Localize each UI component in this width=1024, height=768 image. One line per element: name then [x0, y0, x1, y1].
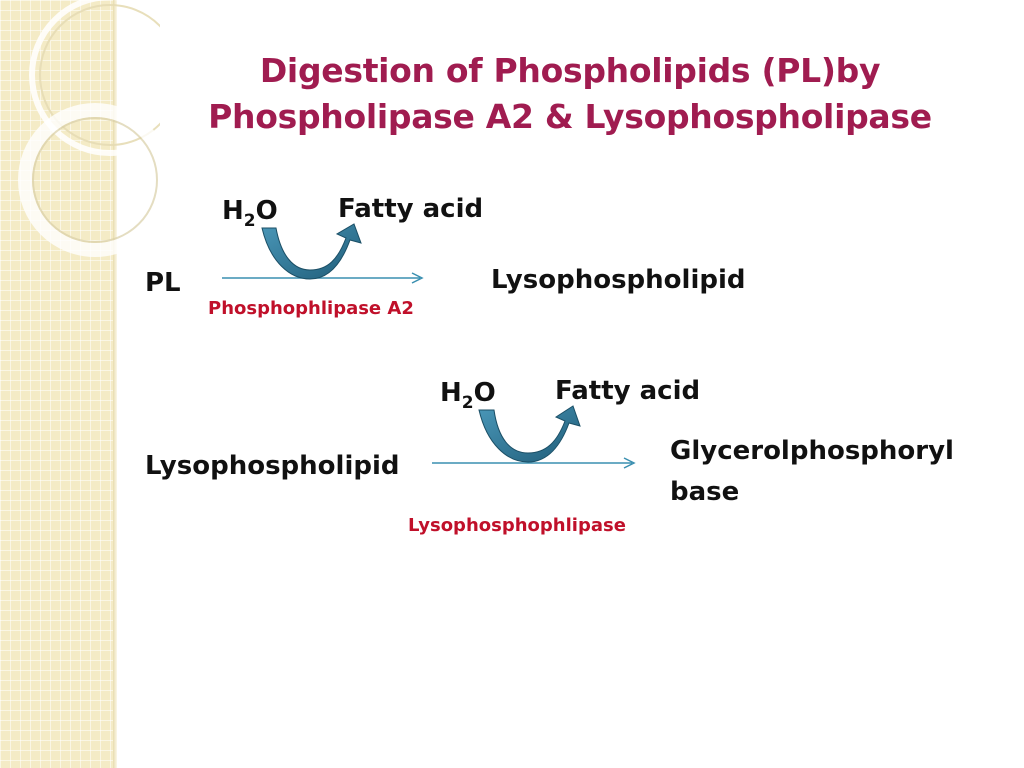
reaction1-enzyme: Phosphophlipase A2	[208, 298, 414, 319]
reaction2-straight-arrow	[432, 457, 636, 469]
reaction1-h2o-subscript: 2	[243, 211, 256, 231]
reaction1-straight-arrow	[222, 272, 424, 284]
slide-title: Digestion of Phospholipids (PL)by Phosph…	[130, 48, 1010, 140]
reaction2-h2o-h: H	[440, 378, 462, 408]
reaction2-substrate: Lysophospholipid	[145, 451, 400, 481]
side-band-edge	[113, 0, 117, 768]
reaction1-substrate: PL	[145, 268, 181, 298]
title-line-1: Digestion of Phospholipids (PL)by	[259, 51, 881, 90]
reaction2-h2o-o: O	[473, 378, 496, 408]
reaction1-h2o: H2O	[222, 196, 278, 231]
reaction2-curved-arrow	[478, 405, 581, 463]
title-line-2: Phospholipase A2 & Lysophospholipase	[208, 97, 932, 136]
reaction1-fatty-acid: Fatty acid	[338, 194, 484, 224]
reaction2-h2o-subscript: 2	[461, 393, 474, 413]
reaction2-h2o: H2O	[440, 378, 496, 413]
reaction1-product: Lysophospholipid	[491, 265, 746, 295]
decorative-circles	[18, 0, 160, 257]
reaction2-fatty-acid: Fatty acid	[555, 376, 701, 406]
reaction1-curved-arrow	[261, 223, 362, 280]
reaction1-h2o-h: H	[222, 196, 244, 226]
reaction2-product-line-1: Glycerolphosphoryl	[670, 436, 954, 466]
reaction2-enzyme: Lysophosphophlipase	[408, 515, 626, 536]
reaction2-product-line-2: base	[670, 477, 740, 507]
reaction1-h2o-o: O	[255, 196, 278, 226]
